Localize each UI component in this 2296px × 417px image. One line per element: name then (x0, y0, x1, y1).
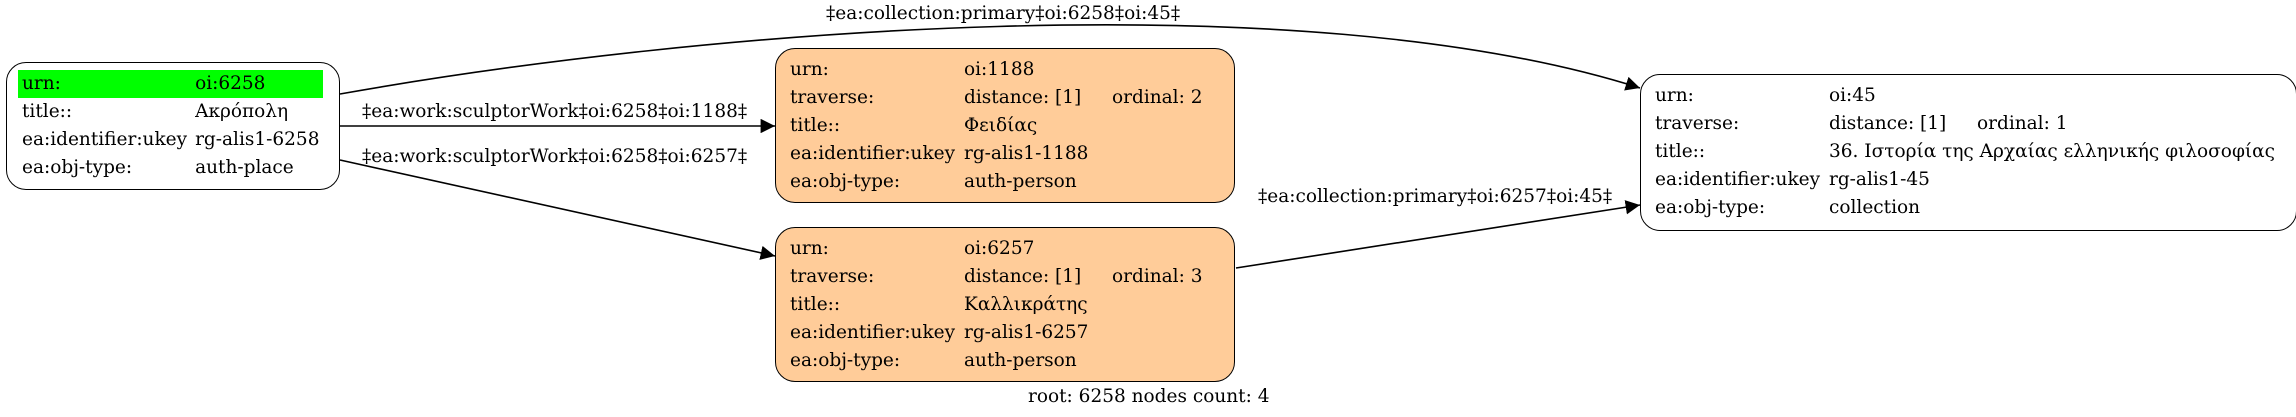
node-row: ea:obj-type: auth-place (22, 157, 294, 178)
node-row: urn: oi:45 (1655, 85, 1876, 106)
node-row: ea:identifier:ukey rg-alis1-6257 (790, 322, 1089, 343)
node-row: traverse: distance: [1] ordinal: 1 (1655, 113, 2068, 134)
edge-label-6257-45: ‡ea:collection:primary‡oi:6257‡oi:45‡ (1258, 186, 1613, 207)
edge-label-6258-1188: ‡ea:work:sculptorWork‡oi:6258‡oi:1188‡ (362, 101, 748, 122)
node-row: urn: oi:6257 (790, 238, 1035, 259)
edge-6258-to-45 (339, 24, 1641, 95)
node-6258[interactable]: urn: oi:6258 title:: Ακρόπολη ea:identif… (6, 62, 340, 190)
graph-footer: root: 6258 nodes count: 4 (1028, 386, 1270, 407)
node-row: ea:obj-type: auth-person (790, 171, 1077, 192)
node-45-table: urn: oi:45 traverse: distance: [1] ordin… (1651, 82, 2279, 222)
node-6258-table: urn: oi:6258 title:: Ακρόπολη ea:identif… (18, 70, 324, 182)
node-row: ea:identifier:ukey rg-alis1-45 (1655, 169, 1930, 190)
node-row: urn: oi:6258 (18, 70, 324, 98)
node-row: urn: oi:1188 (790, 59, 1035, 80)
edge-label-6258-6257: ‡ea:work:sculptorWork‡oi:6258‡oi:6257‡ (362, 146, 748, 167)
node-row: title:: Ακρόπολη (22, 101, 289, 122)
edge-6257-to-45 (1235, 200, 1641, 269)
node-row: ea:obj-type: auth-person (790, 350, 1077, 371)
node-row: ea:identifier:ukey rg-alis1-6258 (22, 129, 320, 150)
node-row: traverse: distance: [1] ordinal: 2 (790, 87, 1203, 108)
node-1188-table: urn: oi:1188 traverse: distance: [1] ord… (786, 56, 1207, 196)
edge-label-6258-45: ‡ea:collection:primary‡oi:6258‡oi:45‡ (826, 3, 1181, 24)
node-row: ea:obj-type: collection (1655, 197, 1921, 218)
node-1188[interactable]: urn: oi:1188 traverse: distance: [1] ord… (775, 48, 1235, 203)
node-row: title:: 36. Ιστορία της Αρχαίας ελληνική… (1655, 141, 2276, 162)
node-row: ea:identifier:ukey rg-alis1-1188 (790, 143, 1089, 164)
node-row: title:: Καλλικράτης (790, 294, 1088, 315)
edge-6258-to-6257 (339, 159, 776, 260)
node-6257[interactable]: urn: oi:6257 traverse: distance: [1] ord… (775, 227, 1235, 382)
node-row: traverse: distance: [1] ordinal: 3 (790, 266, 1203, 287)
node-6257-table: urn: oi:6257 traverse: distance: [1] ord… (786, 235, 1207, 375)
node-45[interactable]: urn: oi:45 traverse: distance: [1] ordin… (1640, 74, 2296, 231)
node-row: title:: Φειδίας (790, 115, 1038, 136)
